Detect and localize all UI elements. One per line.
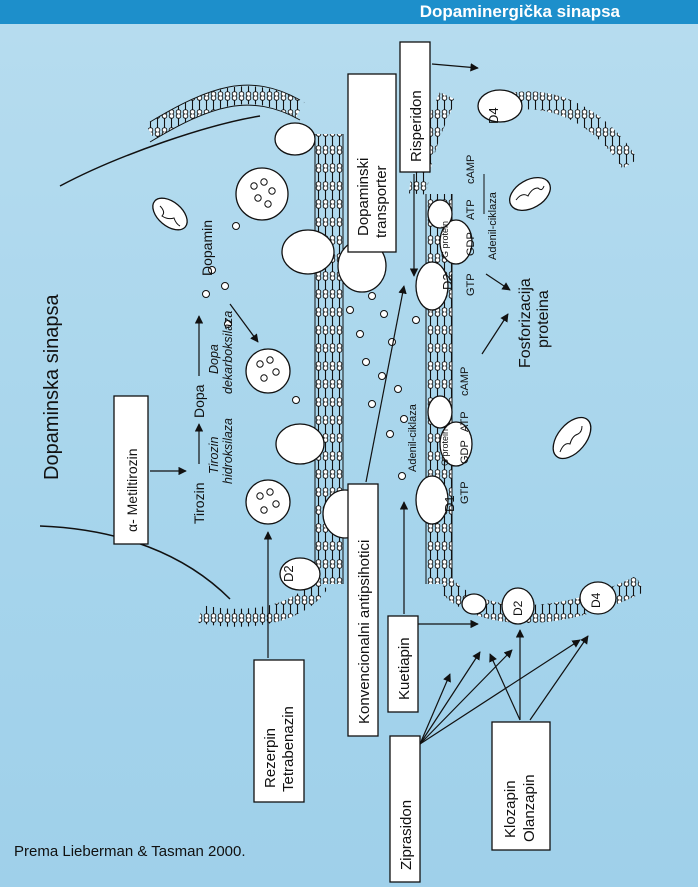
presynaptic-outline-top <box>59 115 261 187</box>
adenyl-cyclase-lower-body <box>427 395 453 429</box>
ziprasidone-arrow-1 <box>419 651 481 745</box>
d2-label: D2 <box>440 273 455 290</box>
receptor-d4-lower-body <box>579 581 617 615</box>
transporter-label-2: transporter <box>373 165 390 238</box>
dopa-enzyme-1: Dopa <box>207 344 221 374</box>
reserpine-label-2: Tetrabenazin <box>280 706 297 792</box>
d1-label: D1 <box>442 495 457 512</box>
vesicle <box>245 348 291 394</box>
clozapine-arrow-2 <box>489 653 521 721</box>
quetiapine-box <box>387 615 419 713</box>
transporter-box <box>347 73 397 253</box>
synapse-diagram: Dopaminska sinapsa α- Metiltirozin Tiroz… <box>39 41 645 883</box>
ziprasidone-arrow-2 <box>419 649 513 745</box>
dopa-label: Dopa <box>191 384 207 418</box>
atp-lower-label: ATP <box>459 411 471 432</box>
presynaptic-membrane-top-edge <box>149 84 301 143</box>
atp-label: ATP <box>465 199 477 220</box>
receptor-d2-body <box>415 261 449 311</box>
tyrosine-enzyme-2: hidroksilaza <box>221 418 235 484</box>
risperidone-arrow-d4 <box>431 63 479 72</box>
inhibitor-box <box>113 395 149 545</box>
phospho-label-1: Fosforizacija <box>517 278 534 368</box>
d2-lower-label: D2 <box>511 600 525 616</box>
g-protein-lower-label: G protein <box>440 429 450 466</box>
transporter-label-1: Dopaminski <box>355 158 372 236</box>
presynaptic-outline-bottom <box>39 525 231 600</box>
header-bar: Dopaminergička sinapsa <box>0 0 698 24</box>
presynaptic-membrane-bottom <box>198 578 328 627</box>
mitochondrion <box>552 416 592 460</box>
dopamine-to-vesicle-arrow <box>229 303 259 343</box>
receptor-d4-body <box>477 89 523 123</box>
dopamine-label: Dopamin <box>199 220 215 276</box>
ziprasidone-arrow-3 <box>419 673 451 745</box>
reserpine-box <box>253 659 305 803</box>
receptor-d1-body <box>415 475 449 525</box>
risperidone-box <box>399 41 431 173</box>
tyrosine-enzyme-1: Tirozin <box>207 437 221 474</box>
g-protein-label: G protein <box>440 221 450 258</box>
reserpine-label-1: Rezerpin <box>262 728 279 788</box>
clozapine-arrow-3 <box>529 635 589 721</box>
mitochondrion <box>152 197 188 231</box>
receptor-protein <box>279 557 321 591</box>
risperidone-label: Risperidon <box>408 90 425 162</box>
dopamine-molecules <box>202 222 420 480</box>
gtp-label: GTP <box>465 273 477 296</box>
vesicle <box>245 479 291 525</box>
transporter-protein <box>275 423 325 465</box>
presynaptic-d2-label: D2 <box>281 565 296 582</box>
camp-to-phospho-arrow <box>481 313 509 355</box>
inhibitor-label: α- Metiltirozin <box>124 448 140 532</box>
receptor-d2-lower-body <box>501 587 535 625</box>
presynaptic-membrane-top <box>145 86 305 140</box>
g-protein-body <box>439 219 473 265</box>
conventional-label: Konvencionalni antipsihotici <box>356 540 373 724</box>
transporter-protein <box>281 229 335 275</box>
clozapine-box <box>491 721 551 851</box>
side-title: Dopaminska sinapsa <box>41 293 63 480</box>
adenyl-label: Adenil-ciklaza <box>487 191 499 260</box>
clozapine-label-1: Klozapin <box>502 780 519 838</box>
ziprasidone-arrow-4 <box>419 639 581 745</box>
d4-lower-label: D4 <box>589 592 603 608</box>
gtp-lower-label: GTP <box>459 481 471 504</box>
ziprasidone-box <box>389 735 421 883</box>
dopa-enzyme-2: dekarboksilaza <box>221 311 235 394</box>
g-protein-lower-body <box>439 421 473 467</box>
adenyl-to-phospho-arrow <box>485 273 511 291</box>
mitochondrion <box>509 176 551 212</box>
adenyl-cyclase-body <box>427 199 453 229</box>
membrane-protein <box>461 593 487 615</box>
camp-label: cAMP <box>465 155 477 184</box>
phospho-label-2: proteina <box>535 290 552 348</box>
camp-lower-label: cAMP <box>459 367 471 396</box>
vesicle <box>235 167 289 221</box>
receptor-protein <box>274 122 316 156</box>
header-title: Dopaminergička sinapsa <box>419 2 620 21</box>
ziprasidone-label: Ziprasidon <box>398 800 415 870</box>
conventional-arrow <box>365 285 407 483</box>
conventional-box <box>347 483 379 737</box>
tyrosine-label: Tirozin <box>191 483 207 525</box>
clozapine-label-2: Olanzapin <box>521 774 538 842</box>
gdp-label: GDP <box>465 232 477 256</box>
gdp-lower-label: GDP <box>459 440 471 464</box>
quetiapine-label: Kuetiapin <box>396 637 413 700</box>
adenyl-lower-label: Adenil-ciklaza <box>407 403 419 472</box>
d4-label: D4 <box>486 107 501 124</box>
source-credit: Prema Lieberman & Tasman 2000. <box>14 843 246 860</box>
